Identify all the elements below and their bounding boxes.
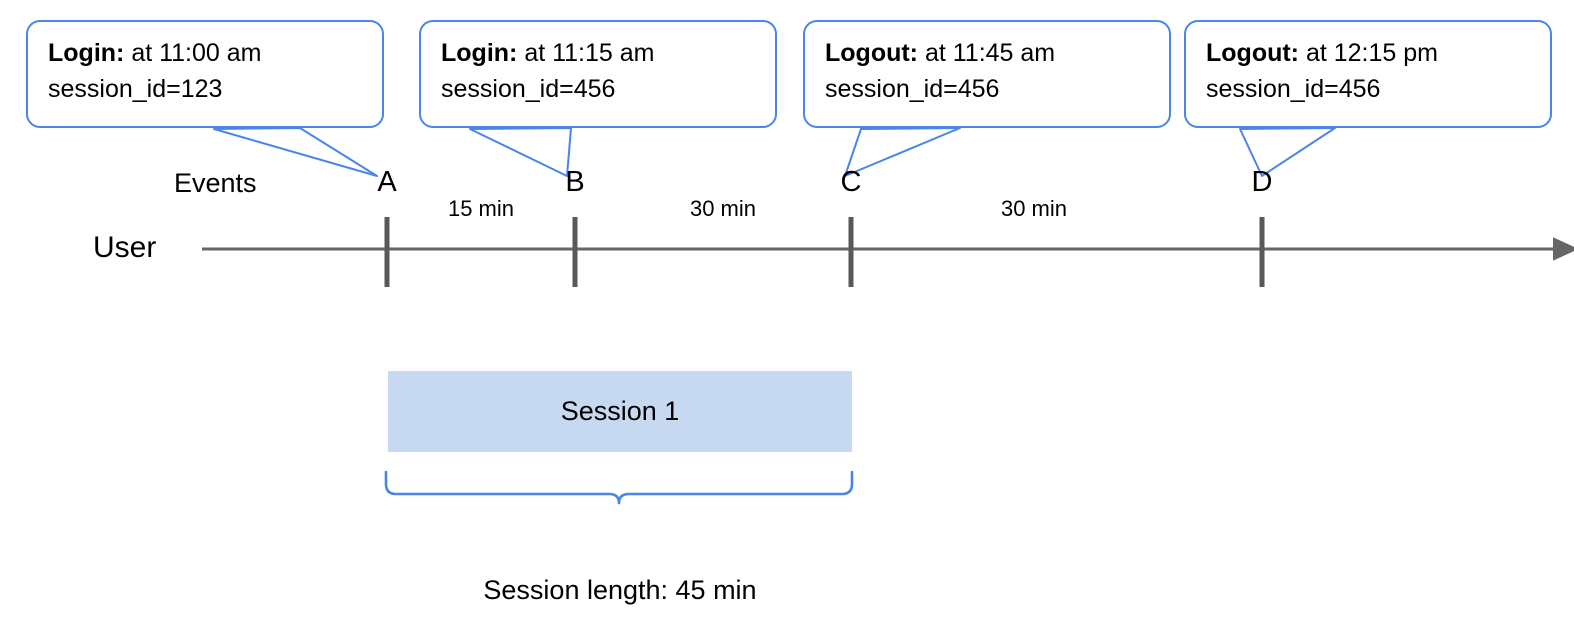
callout-tail-b [469, 127, 572, 177]
session-bar: Session 1 [388, 371, 852, 452]
callout-tail-a [213, 127, 378, 177]
session-length-label: Session length: 45 min [483, 575, 757, 605]
event-callout-c-time: at 11:45 am [924, 39, 1056, 67]
event-callout-b-type: Login: [441, 39, 525, 67]
interval-label-bc: 30 min [689, 196, 757, 221]
event-point-label-b: B [565, 166, 585, 198]
event-callout-b: Login: at 11:15 am session_id=456 [419, 20, 777, 128]
interval-label-cd: 30 min [1000, 196, 1068, 221]
session-bar-label: Session 1 [560, 396, 680, 426]
event-point-label-d: D [1251, 166, 1273, 198]
event-callout-d-session: session_id=456 [1206, 74, 1381, 103]
session-brace [384, 470, 854, 505]
event-point-label-c: C [840, 166, 862, 198]
event-callout-c: Logout: at 11:45 am session_id=456 [803, 20, 1171, 128]
event-callout-b-session: session_id=456 [441, 74, 616, 103]
lane-label-events: Events [174, 168, 257, 198]
event-callout-b-time: at 11:15 am [524, 39, 655, 67]
event-callout-a-time: at 11:00 am [131, 39, 262, 67]
event-point-label-a: A [377, 166, 397, 198]
event-callout-d-time: at 12:15 pm [1305, 39, 1438, 67]
event-callout-c-type: Logout: [825, 39, 925, 67]
lane-label-user: User [93, 231, 157, 264]
interval-label-ab: 15 min [447, 196, 515, 221]
event-callout-d-type: Logout: [1206, 39, 1306, 67]
event-callout-c-session: session_id=456 [825, 74, 1000, 103]
callout-tail-c [844, 127, 961, 177]
callout-tail-d [1239, 127, 1336, 177]
event-callout-d: Logout: at 12:15 pm session_id=456 [1184, 20, 1552, 128]
event-callout-a-type: Login: [48, 39, 132, 67]
event-callout-a-session: session_id=123 [48, 74, 223, 103]
event-callout-a: Login: at 11:00 am session_id=123 [26, 20, 384, 128]
